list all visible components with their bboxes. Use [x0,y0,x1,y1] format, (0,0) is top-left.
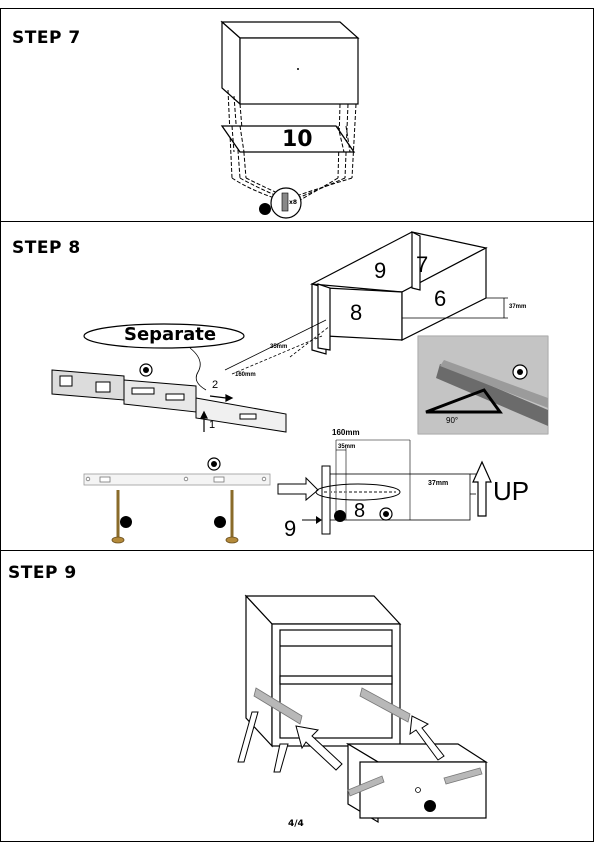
step-7-illustration [220,20,360,219]
angle-triangle [425,388,503,414]
screw-count: x8 [289,199,298,206]
drawer-rails-step9 [347,767,483,797]
separate-label: Separate [124,324,217,345]
side-panel-detail [321,439,471,535]
part-badge-step9 [424,800,436,812]
step-8-title: STEP 8 [12,238,81,258]
panel-9-label: 9 [374,258,387,283]
panel-10 [220,125,356,153]
dim-160-label: 160mm [235,372,256,378]
page-number: 4/4 [288,819,304,829]
dim-35-label: 35mm [270,344,288,350]
detail-dim-160: 160mm [332,428,360,437]
rail-highlight-ellipse [315,483,401,501]
long-rail [83,473,271,486]
dimension-lines [224,297,508,375]
cabinet-rails [253,687,411,725]
separate-arrows [200,394,234,432]
up-label: UP [493,476,530,506]
up-arrow [472,460,492,517]
detail-panel-8: 8 [354,500,366,522]
angle-label: 90° [446,416,459,425]
nightstand-cabinet [244,594,402,748]
step-8-illustration [51,231,549,544]
dim-37-top: 37mm [509,304,527,310]
arrow-2-label: 2 [212,379,219,391]
detail-panel-9: 9 [284,516,297,541]
panel-8-label: 8 [350,300,363,325]
screw-left [111,490,125,544]
panel-10-label: 10 [282,127,313,152]
panel-7-label: 7 [416,252,429,277]
insert-arrow [277,476,319,502]
drawer-slide-rail [51,369,287,433]
separate-callout [83,323,245,349]
detail-dim-35: 35mm [338,444,356,450]
insertion-arrows [295,715,445,771]
detail-dim-37: 37mm [428,480,449,487]
drawer-box-step9 [345,742,489,824]
arrow-1-label: 1 [209,419,216,431]
panel-6-label: 6 [434,286,447,311]
step-9-title: STEP 9 [8,563,77,583]
step-7-title: STEP 7 [12,28,81,48]
drawer-box-assembly [309,231,488,355]
part-badge-step7 [259,203,271,215]
screw-right [225,490,239,544]
